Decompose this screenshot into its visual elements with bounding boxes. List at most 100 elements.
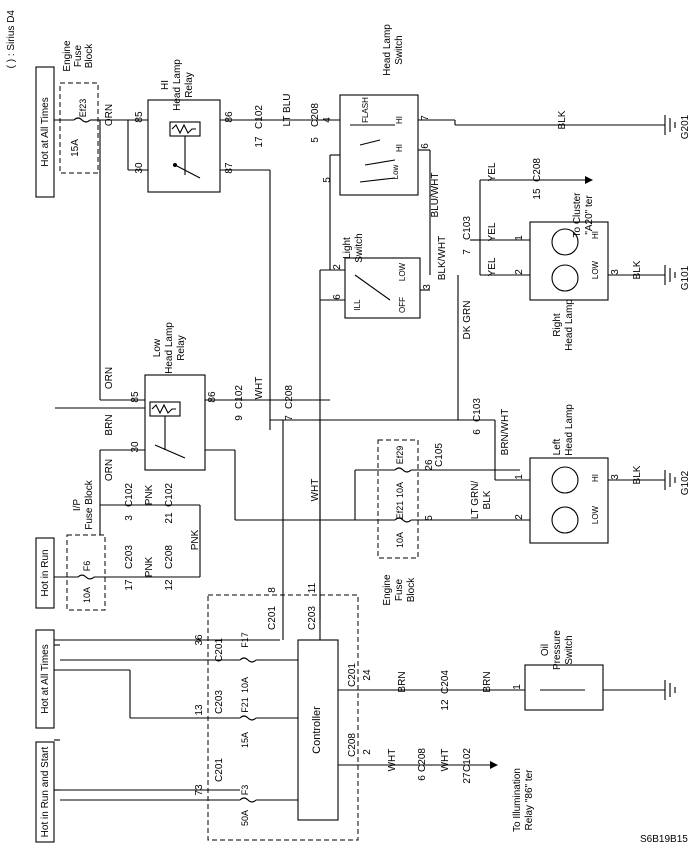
conn-c102-a: C102 [254,105,265,129]
engine-fuse-block-label-2: Fuse [73,44,84,67]
hl-switch-low: Low [391,164,400,179]
fuse-f21: F21 [240,697,250,713]
fuse-ef23-label: Ef23 [78,99,88,118]
conn-c102-b: C102 [234,385,245,409]
hi-relay-pin-85: 85 [134,111,145,123]
conn-c102-c: C102 [124,483,135,507]
conn-c102-9: 9 [234,415,245,421]
wire-dk-grn: DK GRN [462,301,473,340]
right-lamp-label-1: Right [552,313,563,337]
wire-wht-d: WHT [440,749,451,772]
wire-orn-a: ORN [104,104,115,126]
left-lamp-pin-1: 1 [514,474,525,480]
left-lamp-pin-3: 3 [610,474,621,480]
right-lamp-pin-2: 2 [514,269,525,275]
conn-c204-12: 12 [440,699,451,711]
ground-g102: G102 [680,470,691,495]
conn-c102-17: 17 [254,136,265,148]
to-illumination-2: Relay "86" ter [524,769,535,831]
conn-c103-6: 6 [472,429,483,435]
hi-relay-pin-87: 87 [224,162,235,174]
fuse-f21-rating: 15A [240,732,250,748]
right-lamp-pin-3: 3 [610,269,621,275]
left-lamp-pin-2: 2 [514,514,525,520]
conn-c208-c: C208 [284,385,295,409]
fuse-ef23-rating: 15A [70,139,81,157]
ground-g101: G101 [680,265,691,290]
wire-pnk-c: PNK [144,556,155,577]
conn-c103-7: 7 [462,249,473,255]
conn-c208-15: 15 [532,188,543,200]
wire-lt-grn-blk-b: BLK [482,490,493,509]
conn-c208-12: 12 [164,579,175,591]
wire-brn-c: BRN [482,671,493,692]
wire-pnk-b: PNK [190,529,201,550]
left-lamp-label-2: Head Lamp [564,404,575,456]
wire-pnk-a: PNK [144,484,155,505]
conn-c102-e: C102 [462,748,473,772]
to-illumination-1: To Illumination [512,768,523,832]
light-switch-off: OFF [398,297,407,313]
wire-blu-wht: BLU/WHT [430,173,441,218]
engine-fuse-block-label-3: Block [84,43,95,68]
header-note: ( ) : Sirius D4 [6,10,17,69]
conn-c201-a: C201 [267,606,278,630]
low-relay-pin-30: 30 [130,441,141,453]
fuse-f6-rating: 10A [82,587,92,603]
wire-yel-b: YEL [487,222,498,241]
hl-switch-label-2: Switch [394,35,405,64]
right-lamp-label-2: Head Lamp [564,299,575,351]
hi-relay-pin-30: 30 [134,162,145,174]
low-relay-pin-86: 86 [207,391,218,403]
hl-switch-pin-6: 6 [420,143,431,149]
conn-c201-b: C201 [214,638,225,662]
fuse-ef29-rating: 10A [395,482,405,498]
hl-switch-pin-4: 4 [322,117,333,123]
light-switch-pin-3: 3 [422,284,433,290]
hi-relay-label-1: HI [160,80,171,90]
conn-c201-8: 8 [267,587,278,593]
wire-orn-c: ORN [104,459,115,481]
conn-c105: C105 [434,443,445,467]
light-switch-pin-6: 6 [332,294,343,300]
conn-c203-c: C203 [214,690,225,714]
wire-brn-b: BRN [397,671,408,692]
conn-c208-d: C208 [164,545,175,569]
wire-blk-b: BLK [632,260,643,279]
conn-c105-5: 5 [424,515,435,521]
wire-orn-b: ORN [104,367,115,389]
light-switch-ill: ILL [353,299,362,311]
hi-relay-label-3: Relay [184,72,195,98]
conn-c203-a: C203 [124,545,135,569]
controller-label: Controller [311,706,323,754]
oil-switch-pin-1: 1 [512,684,523,690]
fuse-f17: F17 [240,632,250,648]
wiring-lines [35,66,676,843]
wire-wht-a: WHT [254,377,265,400]
conn-c208-6: 6 [417,775,428,781]
conn-c208-a: C208 [310,103,321,127]
left-lamp-label-1: Left [552,438,563,455]
light-switch-low: LOW [398,262,407,281]
diagram-labels: ( ) : Sirius D4 S6B19B15 Hot at All Time… [6,10,691,845]
left-lamp-low: LOW [591,505,600,524]
to-cluster-2: "A20" ter [584,195,595,235]
figure-code: S6B19B15 [640,834,688,845]
to-cluster-1: To Cluster [572,192,583,238]
fuse-ef29: Ef29 [395,446,405,465]
fuse-f3: F3 [240,785,250,796]
conn-c103-a: C103 [462,216,473,240]
engine-fuse-block-mid-2: Fuse [394,578,405,601]
conn-c201-73: 73 [194,784,205,796]
conn-c105-26: 26 [424,459,435,471]
conn-c203-b: C203 [307,606,318,630]
conn-c203-11: 11 [307,582,318,593]
hi-relay-pin-86: 86 [224,111,235,123]
conn-c103-b: C103 [472,398,483,422]
conn-c208-7: 7 [284,415,295,421]
wire-blk-c: BLK [632,465,643,484]
light-switch-pin-2: 2 [332,264,343,270]
left-lamp-hi: HI [591,474,600,482]
oil-switch-label-1: Oil [540,644,551,656]
